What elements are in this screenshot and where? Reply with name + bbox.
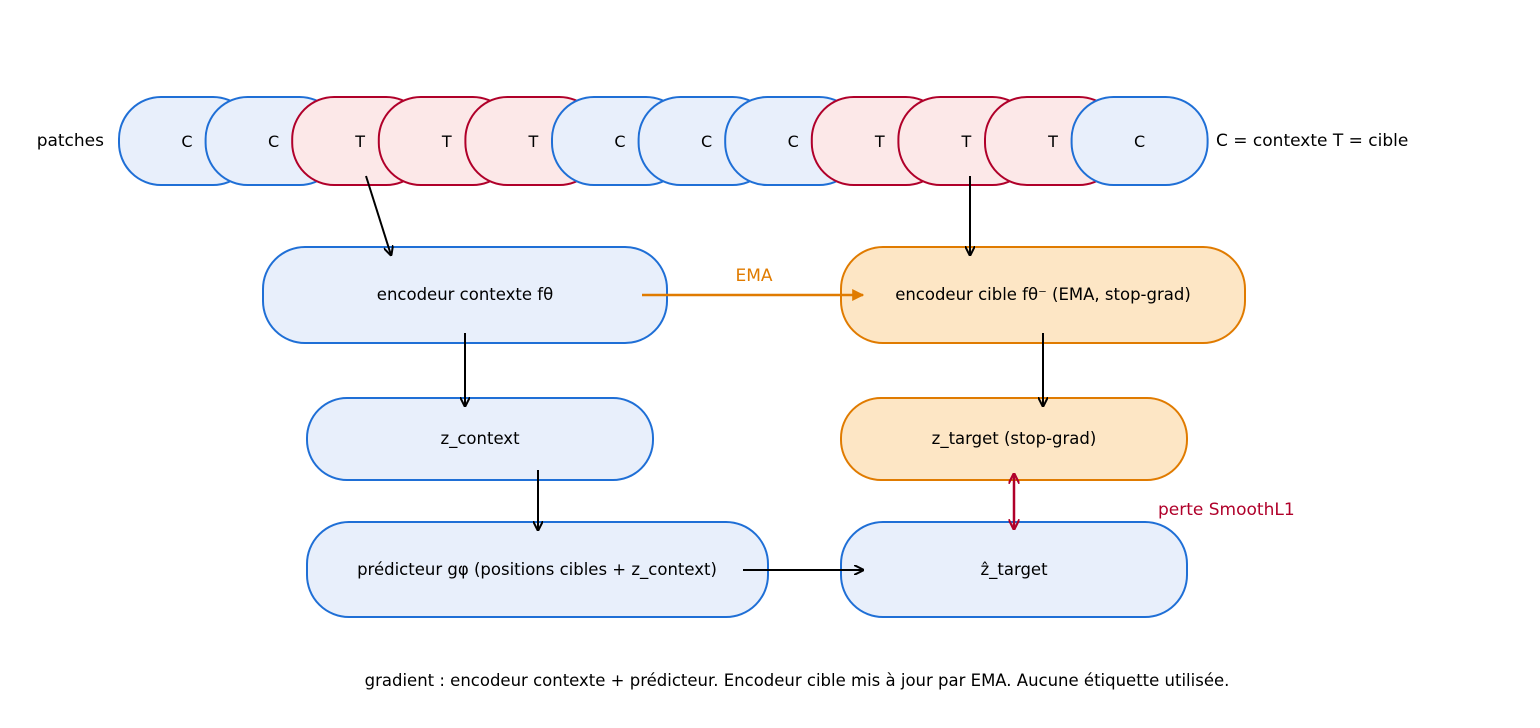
- patch-label: C: [181, 132, 192, 151]
- context-patch: C: [1070, 96, 1209, 186]
- patch-label: T: [528, 132, 539, 151]
- context-encoder-box: encodeur contexte fθ: [262, 246, 668, 344]
- z-target-box: z_target (stop-grad): [840, 397, 1188, 481]
- z-target-label: z_target (stop-grad): [932, 429, 1097, 449]
- context-encoder-label: encodeur contexte fθ: [377, 285, 553, 304]
- z-hat-target-label: ẑ_target: [980, 560, 1048, 580]
- patch-label: C: [268, 132, 279, 151]
- patch-label: T: [354, 132, 365, 151]
- predictor-label: prédicteur gφ (positions cibles + z_cont…: [357, 560, 717, 580]
- target-encoder-box: encodeur cible fθ⁻ (EMA, stop-grad): [840, 246, 1246, 344]
- predictor-box: prédicteur gφ (positions cibles + z_cont…: [306, 521, 769, 618]
- arrow-patches-to-context-encoder: [365, 175, 391, 255]
- patch-legend: C = contexte T = cible: [1216, 131, 1408, 151]
- patch-label: T: [1047, 132, 1058, 151]
- ema-label: EMA: [735, 266, 772, 286]
- z-hat-target-box: ẑ_target: [840, 521, 1188, 618]
- patches-label: patches: [37, 131, 104, 151]
- patch-label: T: [961, 132, 972, 151]
- target-encoder-label: encodeur cible fθ⁻ (EMA, stop-grad): [895, 285, 1191, 304]
- patch-label: C: [1134, 132, 1145, 151]
- patch-label: C: [788, 132, 799, 151]
- patch-label: T: [441, 132, 452, 151]
- patch-label: T: [874, 132, 885, 151]
- loss-label: perte SmoothL1: [1158, 500, 1295, 520]
- z-context-label: z_context: [440, 429, 520, 449]
- patch-label: C: [701, 132, 712, 151]
- z-context-box: z_context: [306, 397, 654, 481]
- patch-label: C: [614, 132, 625, 151]
- footer-note: gradient : encodeur contexte + prédicteu…: [365, 671, 1230, 690]
